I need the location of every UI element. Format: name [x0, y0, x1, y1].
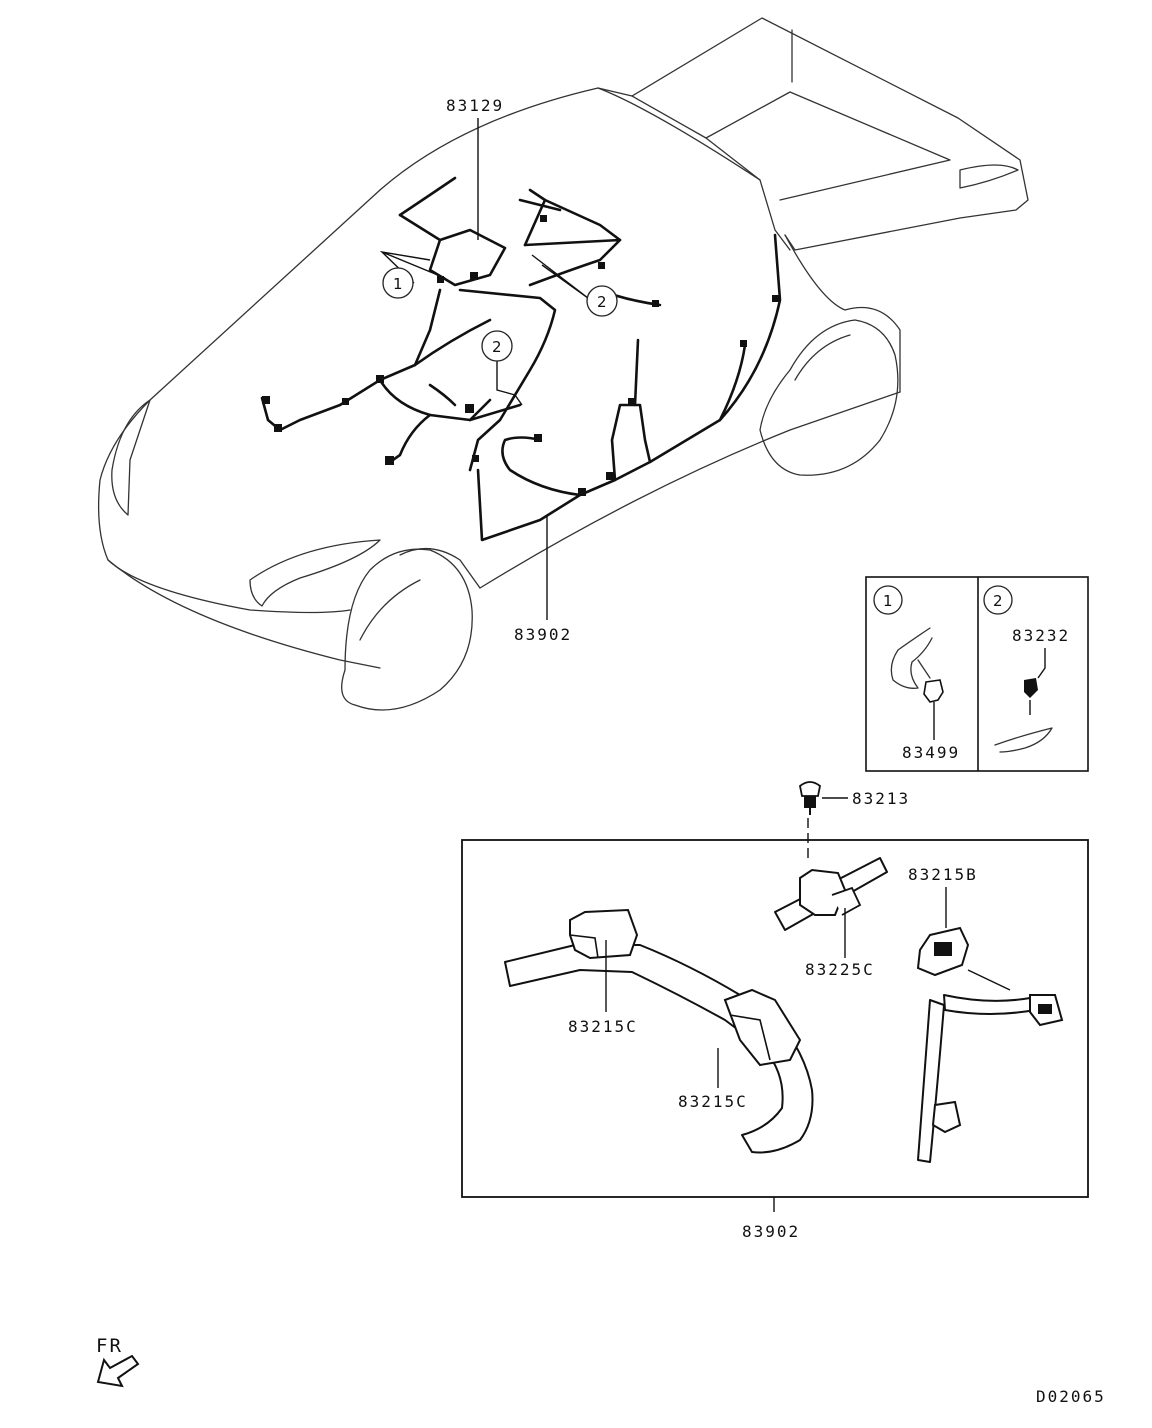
lower-detail-box: 83215C 83215C 83225C 83215B — [461, 839, 1089, 1198]
part-label-83902-top: 83902 — [514, 625, 572, 644]
part-label-83213: 83213 — [852, 789, 910, 808]
vehicle-outline — [97, 17, 1029, 711]
part-label-83499: 83499 — [902, 743, 960, 762]
callout-2-vehicle-right: 2 — [531, 254, 618, 317]
detail-callout-1: 1 — [883, 592, 893, 610]
part-label-83232: 83232 — [1012, 626, 1070, 645]
callout-2-vehicle-center: 2 — [481, 330, 523, 406]
detail-box: 1 2 83499 83232 — [865, 576, 1089, 772]
part-label-83215C-first: 83215C — [568, 1017, 638, 1036]
svg-text:1: 1 — [393, 275, 403, 293]
front-direction-arrow: FR — [96, 1335, 140, 1388]
part-label-83129: 83129 — [446, 96, 504, 115]
harness-network — [260, 176, 782, 542]
svg-text:2: 2 — [597, 293, 607, 311]
callout-1-vehicle: 1 — [379, 250, 446, 299]
screw-83213: 83213 — [799, 781, 910, 860]
svg-text:2: 2 — [492, 338, 502, 356]
part-label-83215B: 83215B — [908, 865, 978, 884]
part-label-83902-bottom: 83902 — [742, 1222, 800, 1241]
part-label-83225C: 83225C — [805, 960, 875, 979]
diagram-code: D02065 — [1036, 1387, 1106, 1406]
detail-callout-2: 2 — [993, 592, 1003, 610]
part-label-83215C-second: 83215C — [678, 1092, 748, 1111]
direction-label: FR — [96, 1335, 123, 1357]
